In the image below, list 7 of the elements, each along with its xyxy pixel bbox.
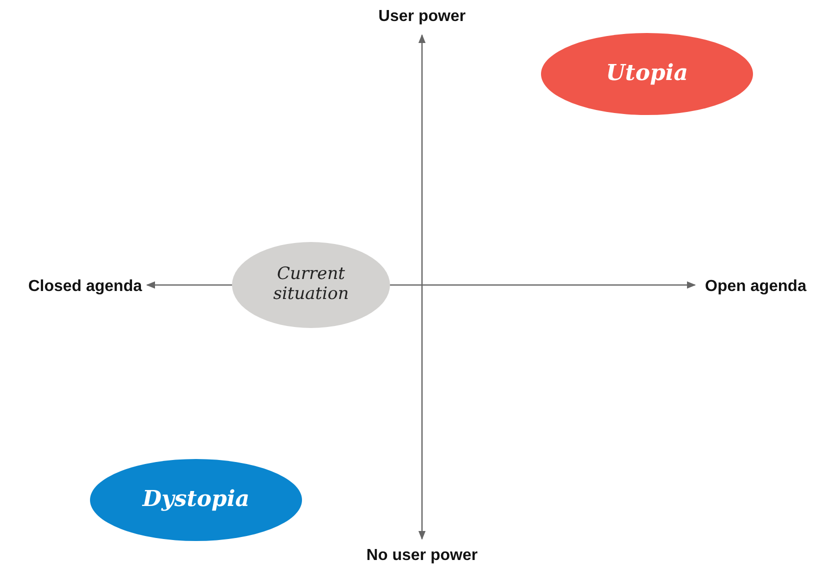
axis-label: User power (378, 8, 466, 26)
node-label: Dystopia (142, 487, 250, 513)
node-label: Current situation (272, 265, 350, 305)
axis-label: Closed agenda (28, 278, 142, 296)
node-label: Utopia (606, 61, 688, 87)
axis-label: No user power (366, 547, 478, 565)
axis-label: Open agenda (705, 278, 806, 296)
